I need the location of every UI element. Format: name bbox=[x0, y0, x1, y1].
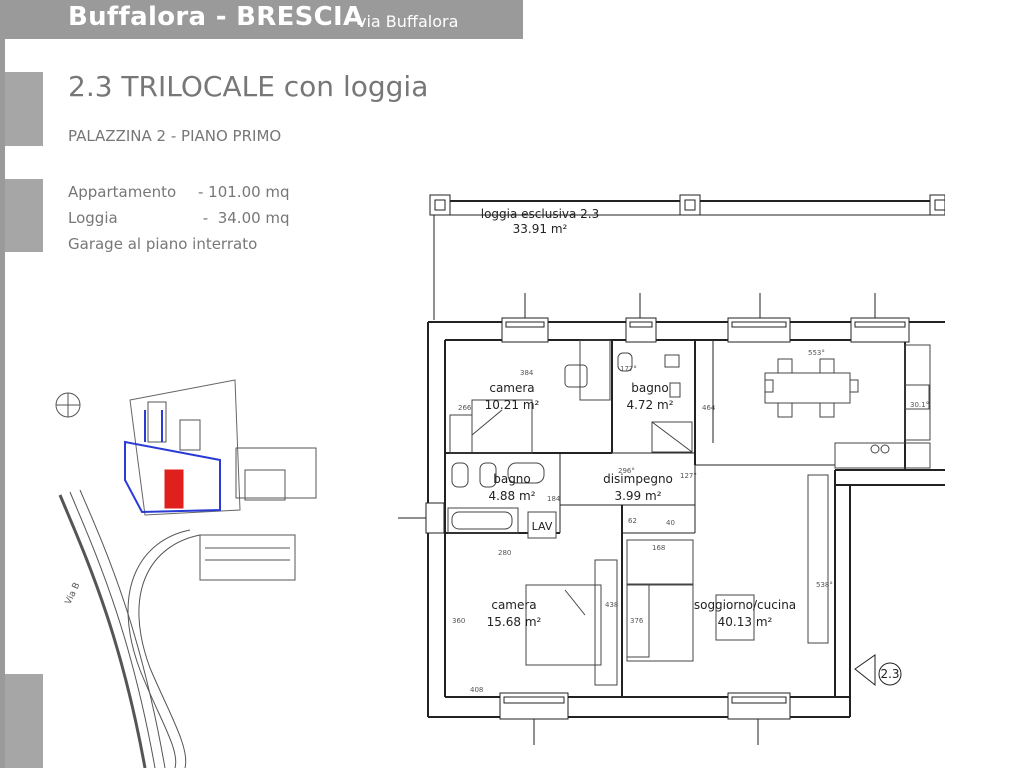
page-title: 2.3 TRILOCALE con loggia bbox=[68, 70, 429, 103]
side-bar-title bbox=[5, 72, 43, 146]
svg-text:360: 360 bbox=[452, 617, 465, 625]
compass-icon bbox=[55, 392, 81, 418]
room-camera1-area: 10.21 m² bbox=[485, 398, 540, 412]
room-disimpegno-name: disimpegno bbox=[603, 472, 673, 486]
unit-marker bbox=[854, 654, 902, 687]
lav-label: LAV bbox=[532, 520, 553, 533]
building-2-outline bbox=[124, 410, 221, 514]
page-subtitle: PALAZZINA 2 - PIANO PRIMO bbox=[68, 127, 282, 145]
room-bagno1-area: 4.72 m² bbox=[626, 398, 673, 412]
svg-text:384: 384 bbox=[520, 369, 534, 377]
room-loggia-name: loggia esclusiva 2.3 bbox=[481, 207, 600, 221]
side-bar-specs bbox=[5, 179, 43, 252]
header-banner: Buffalora - BRESCIA via Buffalora bbox=[5, 0, 523, 39]
road bbox=[58, 489, 201, 768]
room-camera2-name: camera bbox=[491, 598, 536, 612]
svg-text:62: 62 bbox=[628, 517, 637, 525]
header-city: Buffalora - BRESCIA bbox=[68, 2, 364, 32]
left-edge-bar bbox=[0, 0, 5, 768]
svg-text:127°: 127° bbox=[680, 472, 697, 480]
svg-text:40: 40 bbox=[666, 519, 675, 527]
spec-value: - 101.00 mq bbox=[198, 183, 290, 201]
room-bagno2-name: bagno bbox=[493, 472, 531, 486]
room-bagno2-area: 4.88 m² bbox=[488, 489, 535, 503]
svg-text:464: 464 bbox=[702, 404, 716, 412]
side-bar-bottom bbox=[5, 674, 43, 768]
room-camera2-area: 15.68 m² bbox=[487, 615, 542, 629]
svg-text:376: 376 bbox=[630, 617, 644, 625]
svg-text:168: 168 bbox=[652, 544, 665, 552]
svg-text:438: 438 bbox=[605, 601, 618, 609]
spec-value: - 34.00 mq bbox=[198, 209, 290, 227]
room-loggia-area: 33.91 m² bbox=[513, 222, 568, 236]
site-buildings bbox=[129, 379, 317, 581]
plan-labels: loggia esclusiva 2.3 33.91 m² camera 10.… bbox=[481, 207, 900, 681]
road-label: Via B bbox=[64, 581, 83, 606]
room-soggiorno-area: 40.13 m² bbox=[718, 615, 773, 629]
svg-text:184: 184 bbox=[547, 495, 561, 503]
unit-marker-label: 2.3 bbox=[880, 667, 899, 681]
spec-garage: Garage al piano interrato bbox=[68, 235, 258, 253]
header-street: via Buffalora bbox=[357, 12, 459, 31]
windows bbox=[398, 293, 910, 745]
loggia-area bbox=[429, 194, 945, 320]
room-soggiorno-name: soggiorno/cucina bbox=[694, 598, 796, 612]
svg-text:296°: 296° bbox=[618, 467, 635, 475]
dimension-labels: 384 177° 553° 266 464 296° 127° 184 280 … bbox=[452, 349, 929, 694]
svg-text:553°: 553° bbox=[808, 349, 825, 357]
room-camera1-name: camera bbox=[489, 381, 534, 395]
svg-text:538°: 538° bbox=[816, 581, 833, 589]
svg-text:177°: 177° bbox=[620, 365, 637, 373]
svg-text:266: 266 bbox=[458, 404, 472, 412]
svg-text:408: 408 bbox=[470, 686, 483, 694]
unit-highlight bbox=[164, 469, 184, 509]
spec-label: Appartamento bbox=[68, 183, 177, 201]
furniture bbox=[447, 339, 931, 686]
room-bagno1-name: bagno bbox=[631, 381, 669, 395]
svg-text:280: 280 bbox=[498, 549, 511, 557]
spec-label: Loggia bbox=[68, 209, 118, 227]
floor-plan: loggia esclusiva 2.3 33.91 m² camera 10.… bbox=[398, 194, 945, 745]
room-disimpegno-area: 3.99 m² bbox=[614, 489, 661, 503]
svg-text:30.1°: 30.1° bbox=[910, 401, 929, 409]
site-plan: Via B bbox=[55, 379, 317, 768]
